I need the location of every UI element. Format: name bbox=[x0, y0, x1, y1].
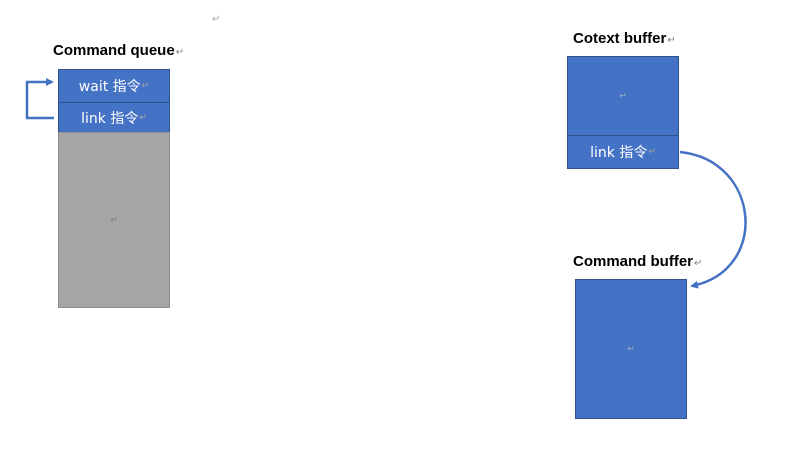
command-buffer-title-text: Command buffer bbox=[573, 253, 693, 270]
paragraph-mark: ↵ bbox=[619, 90, 627, 101]
paragraph-mark: ↵ bbox=[212, 14, 221, 25]
paragraph-mark: ↵ bbox=[627, 343, 635, 354]
command-buffer-body: ↵ bbox=[575, 279, 687, 419]
context-buffer-title: Cotext buffer↵ bbox=[573, 30, 676, 50]
paragraph-mark: ↵ bbox=[175, 47, 185, 58]
command-queue-title-text: Command queue bbox=[53, 42, 175, 59]
paragraph-mark: ↵ bbox=[694, 258, 703, 269]
queue-empty-area: ↵ bbox=[58, 132, 170, 308]
context-entry-link[interactable]: link 指令↵ bbox=[567, 135, 679, 169]
paragraph-mark: ↵ bbox=[667, 35, 676, 46]
paragraph-mark: ↵ bbox=[141, 81, 150, 91]
command-buffer-title: Command buffer↵ bbox=[573, 253, 702, 273]
paragraph-mark: ↵ bbox=[648, 147, 656, 157]
context-entry-label: link 指令 bbox=[590, 145, 648, 161]
queue-entry-label: link 指令 bbox=[81, 110, 139, 127]
command-queue-title: Command queue↵ bbox=[53, 42, 184, 62]
queue-entry-label: wait 指令 bbox=[78, 79, 141, 95]
link-arrow bbox=[679, 150, 747, 289]
loop-arrow bbox=[25, 78, 54, 120]
context-buffer-body: ↵ bbox=[567, 56, 679, 136]
context-buffer-title-text: Cotext buffer bbox=[573, 30, 667, 47]
paragraph-mark: ↵ bbox=[139, 112, 147, 123]
paragraph-mark: ↵ bbox=[110, 214, 118, 225]
